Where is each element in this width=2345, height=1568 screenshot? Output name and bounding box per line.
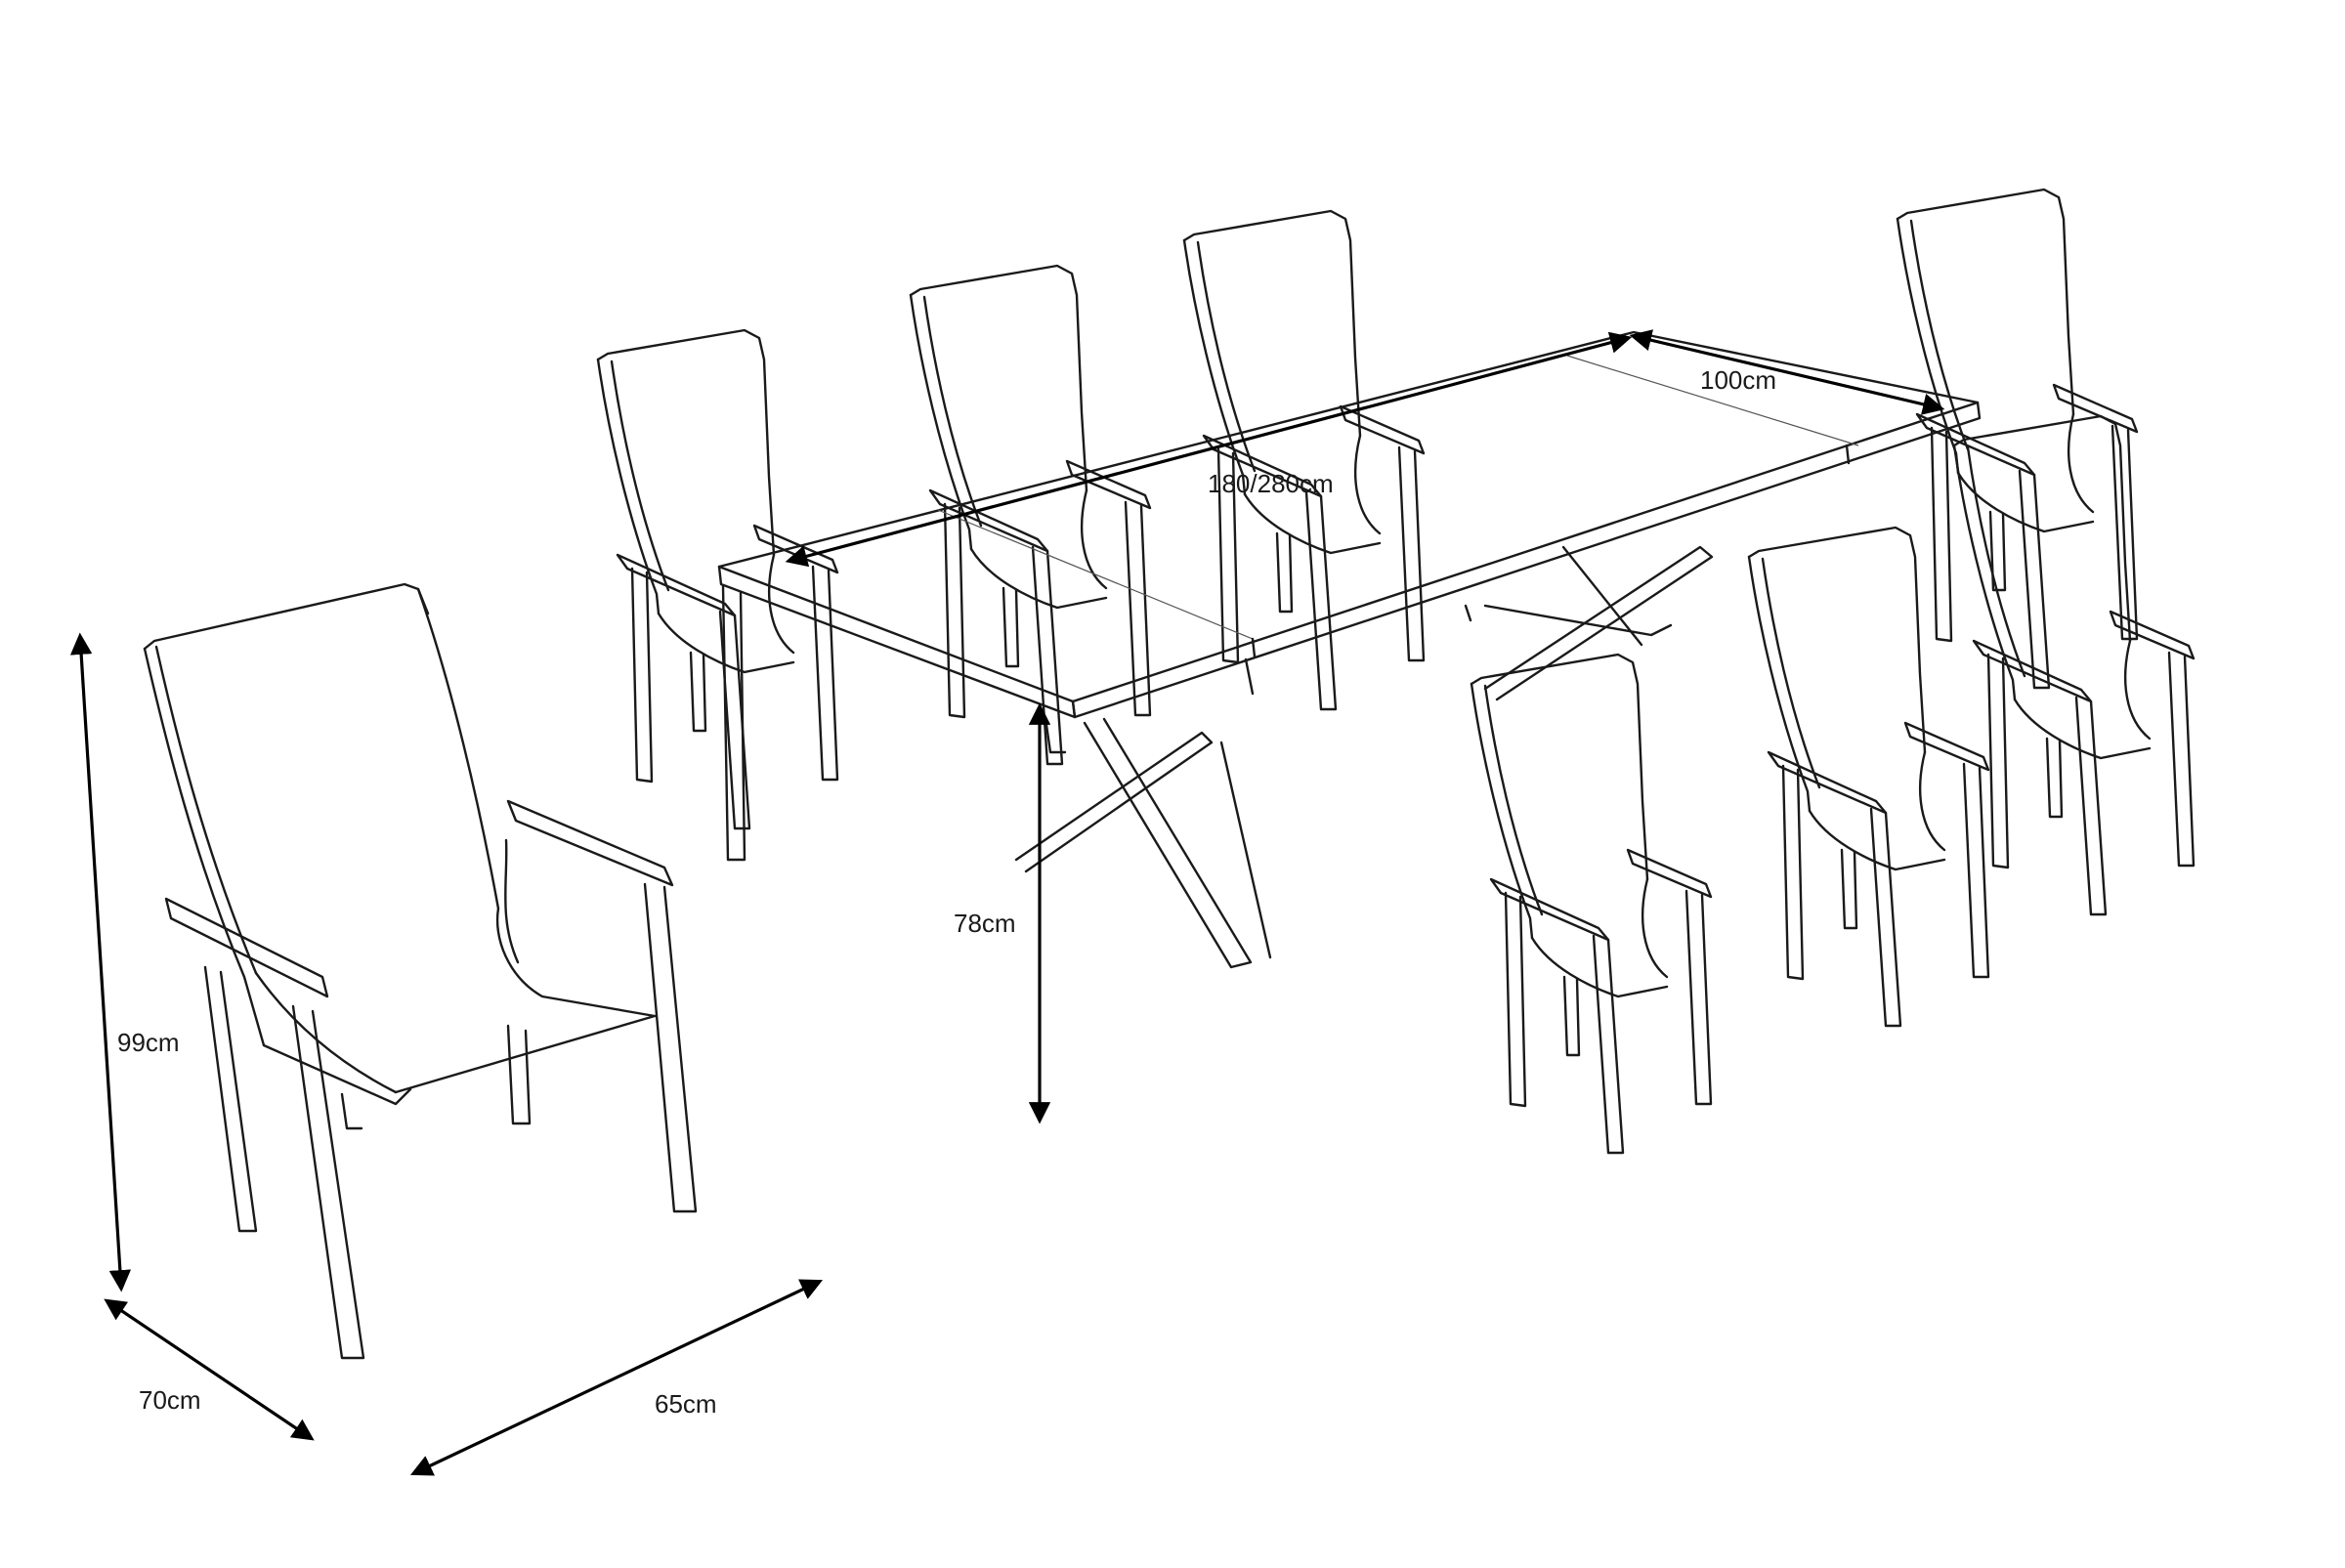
foreground-chair	[143, 582, 698, 1360]
chair-depth-arrow	[409, 1279, 824, 1476]
table-height-label: 78cm	[954, 909, 1016, 938]
chair-depth-label: 65cm	[655, 1389, 717, 1419]
table-width-label: 100cm	[1700, 365, 1777, 395]
chair-height-arrow	[69, 632, 132, 1293]
table-length-arrow	[785, 331, 1633, 568]
table-width-arrow	[1629, 329, 1945, 415]
chair-width-label: 70cm	[139, 1385, 201, 1415]
chair-height-label: 99cm	[117, 1028, 180, 1057]
table-length-label: 180/280cm	[1208, 469, 1334, 498]
extendable-table	[717, 330, 1982, 969]
front-chairs	[1470, 414, 2196, 1155]
chair-width-arrow	[104, 1298, 315, 1441]
